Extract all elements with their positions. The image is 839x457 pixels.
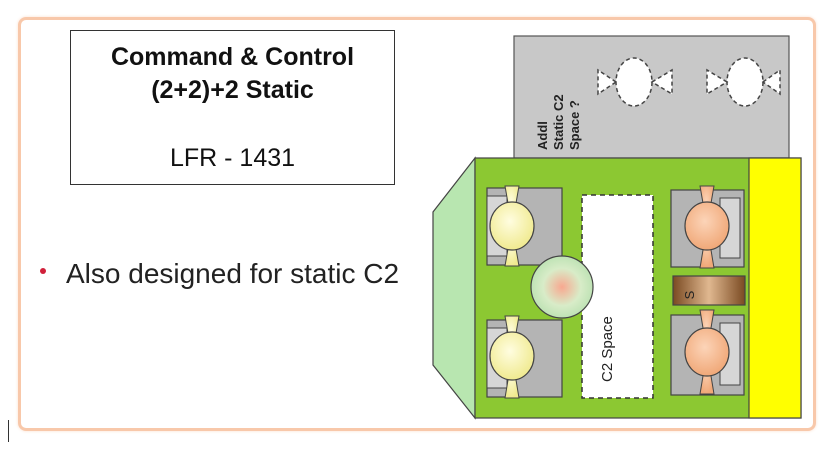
s-label: S [682,290,697,299]
c2-space-label: C2 Space [599,316,616,382]
addl-label-line-1: Addl [535,121,550,150]
c2-space-box [581,194,654,399]
rear-occupant-top [684,201,730,251]
bullet-text: Also designed for static C2 [66,258,400,289]
front-seat-top [486,185,563,267]
addl-occupant-2 [706,57,781,107]
front-seat-bottom [486,315,563,399]
text-caret [8,420,9,442]
title-line-2: (2+2)+2 Static [151,76,314,104]
c2-space: C2 Space [581,194,654,399]
bullet-dot-icon [40,268,46,274]
addl-label-line-3: Space ? [567,100,582,150]
rear-occupant-bottom [684,327,730,377]
title-line-3: LFR - 1431 [169,144,296,172]
front-occupant-top [489,201,535,251]
slide-frame [18,17,816,431]
front-occupant-bottom [489,331,535,381]
center-turret [530,255,594,319]
vehicle-nose [432,156,476,420]
addl-static-c2-space: Addl Static C2 Space ? [513,35,790,159]
title-line-1: Command & Control [110,43,355,71]
s-box: S [672,275,746,306]
rear-seat-bottom [670,309,745,396]
title-box: Command & Control (2+2)+2 Static LFR - 1… [70,30,395,185]
rear-seat-top [670,185,745,269]
addl-label-line-2: Static C2 [551,94,566,150]
vehicle-rear-section [748,157,802,419]
addl-occupant-1 [597,57,673,107]
